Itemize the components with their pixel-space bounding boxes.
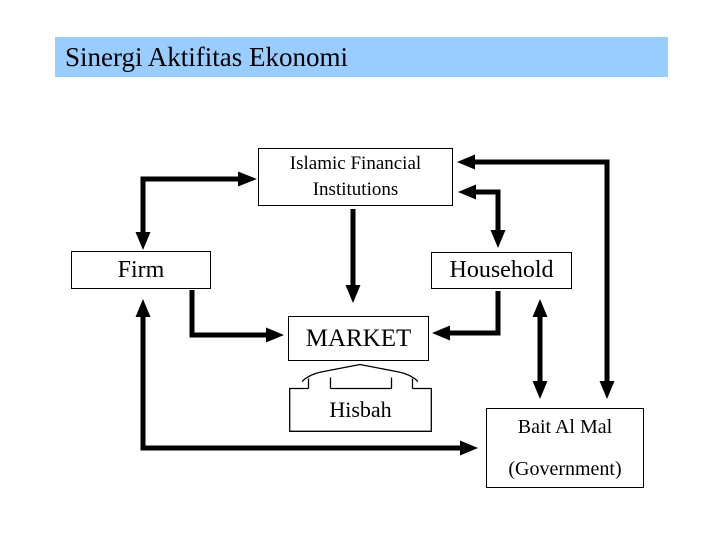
node-label: Hisbah xyxy=(329,397,392,422)
node-label: Household xyxy=(449,257,554,283)
node-label-line1: Bait Al Mal xyxy=(517,416,613,438)
node-label-line1: Islamic Financial xyxy=(289,153,422,175)
slide-title-bar: Sinergi Aktifitas Ekonomi xyxy=(55,37,668,77)
arrow-household-bait-al-mal xyxy=(532,299,548,399)
node-firm: Firm xyxy=(71,251,211,289)
node-hisbah: Hisbah xyxy=(289,388,432,432)
arrow-household-market xyxy=(432,291,501,341)
arrow-ifi-household xyxy=(458,184,506,248)
node-label: Firm xyxy=(117,256,165,283)
arrow-ifi-market xyxy=(345,209,361,303)
node-label-line2: (Government) xyxy=(508,458,622,480)
node-household: Household xyxy=(431,252,572,289)
node-islamic-financial-institutions: Islamic Financial Institutions xyxy=(258,148,453,206)
node-market: MARKET xyxy=(288,316,429,361)
arrow-firm-market xyxy=(189,290,284,343)
slide-title: Sinergi Aktifitas Ekonomi xyxy=(65,41,348,72)
node-bait-al-mal-government: Bait Al Mal (Government) xyxy=(486,408,644,488)
node-label: MARKET xyxy=(305,324,412,352)
arrow-firm-ifi xyxy=(135,171,257,250)
node-label-line2: Institutions xyxy=(312,179,399,200)
